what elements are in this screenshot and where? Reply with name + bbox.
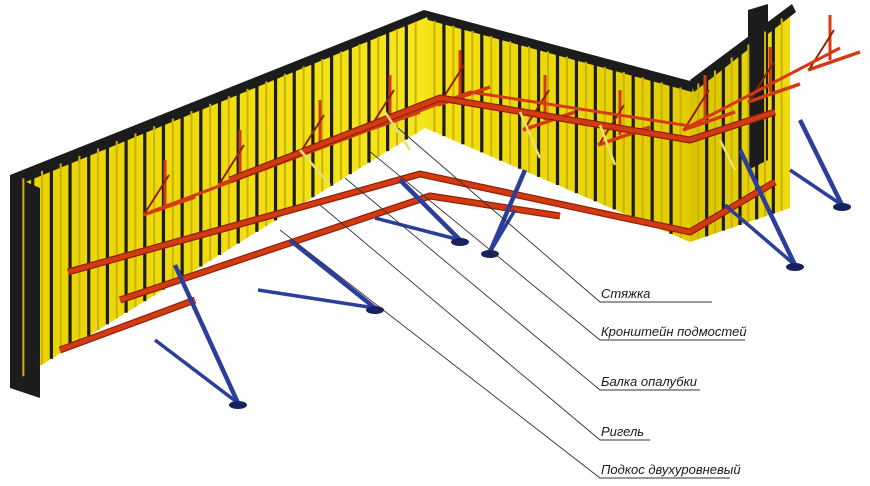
tie-rod (383, 111, 412, 151)
middle-top-edge (424, 10, 694, 92)
brace-lower-prop (789, 168, 843, 207)
leader-bracket (367, 149, 745, 341)
brace-lower-prop (723, 203, 797, 267)
leader-waler (319, 204, 650, 441)
tie-rod (598, 124, 617, 166)
leader-tie (397, 127, 712, 303)
label-tie: Стяжка (601, 286, 650, 301)
brace-upper-prop (737, 149, 798, 266)
brace-foot-plate (451, 238, 469, 246)
left-end-plate (10, 175, 40, 398)
tie-rod (718, 139, 737, 171)
brace-upper-prop (487, 169, 528, 253)
leader-beam (344, 177, 700, 391)
brace-foot-plate (786, 263, 804, 271)
bracket-diagonal (684, 89, 710, 129)
brace-lower-prop (488, 209, 517, 253)
label-brace: Подкос двухуровневый (601, 462, 741, 477)
brace-upper-prop (172, 264, 241, 404)
callout-leaders (279, 127, 745, 479)
left-top-edge (10, 10, 430, 186)
bracket-arm (747, 82, 801, 104)
brace-lower-prop (153, 338, 240, 405)
brace-upper-prop (398, 178, 462, 242)
brace-foot-plate (229, 401, 247, 409)
brace-upper-prop (288, 238, 377, 310)
wall-panels (10, 4, 796, 398)
brace-upper-prop (797, 119, 845, 206)
bracket-arm (682, 110, 736, 132)
bracket-diagonal (524, 89, 550, 129)
right-top-edge (690, 4, 796, 92)
callout-labels: Стяжка Кронштейн подмостей Балка опалубк… (601, 286, 747, 477)
bracket-diagonal (144, 174, 170, 214)
tie-rod (518, 111, 542, 159)
waler-upper (229, 95, 776, 183)
waler-bottom-left (59, 297, 196, 353)
brace-lower-prop (257, 288, 376, 310)
tie-rod (299, 149, 331, 186)
walers (58, 94, 777, 354)
leader-brace (279, 229, 730, 479)
waler-lower-left (119, 193, 561, 303)
label-bracket: Кронштейн подмостей (601, 324, 747, 339)
bracket-diagonal (299, 114, 325, 154)
label-waler: Ригель (601, 424, 644, 439)
two-level-braces (153, 119, 851, 409)
brace-lower-prop (374, 216, 461, 242)
bracket-arm (522, 110, 576, 132)
brace-foot-plate (481, 250, 499, 258)
label-beam: Балка опалубки (601, 374, 697, 389)
waler-lower-front (67, 171, 777, 275)
bracket-diagonal (219, 144, 245, 184)
ties (299, 111, 737, 186)
bracket-arm (807, 50, 861, 72)
brace-foot-plate (833, 203, 851, 211)
brace-foot-plate (366, 306, 384, 314)
